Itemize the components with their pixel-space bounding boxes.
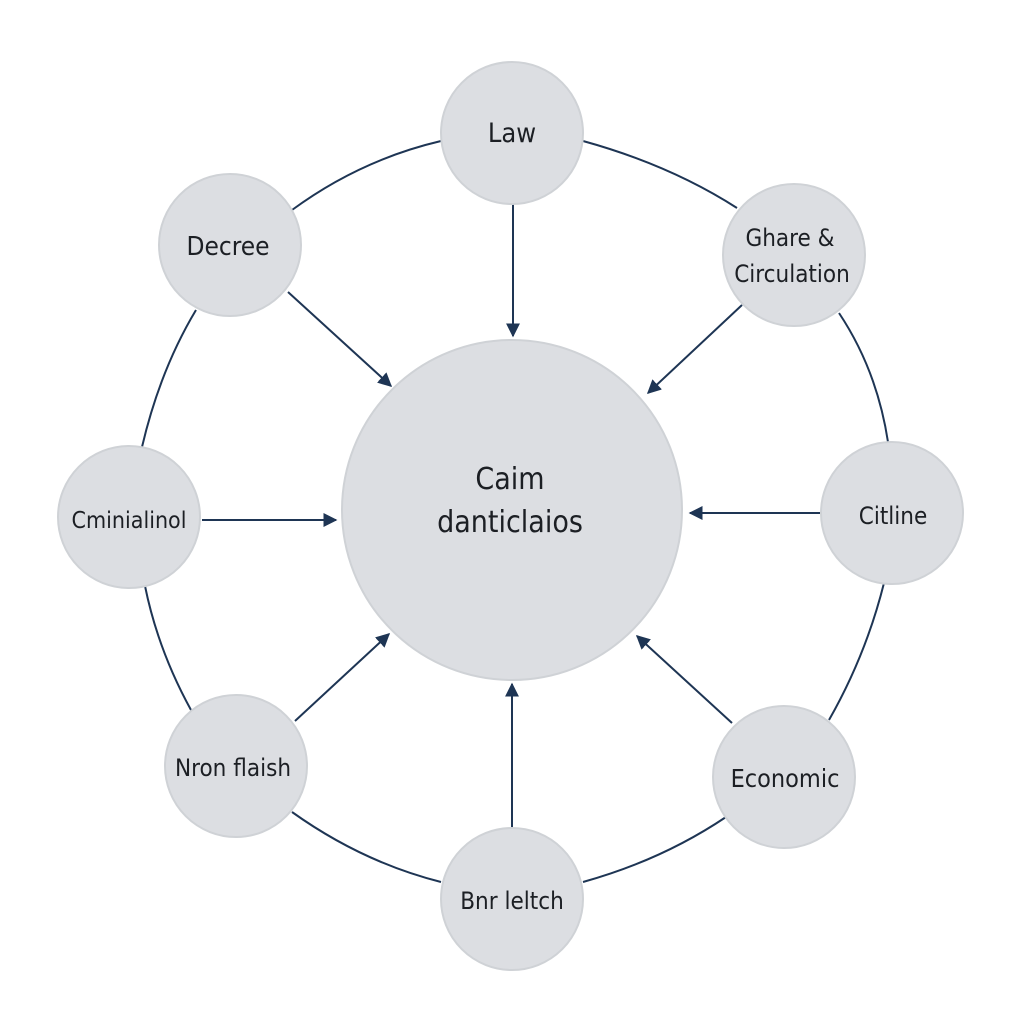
node-citline: Citline (820, 441, 964, 585)
ring-arc-share-citline (838, 312, 889, 443)
ring-arc-law-share (582, 140, 738, 209)
node-economic-circle (712, 705, 856, 849)
ring-arc-economic-bnr (582, 816, 727, 883)
arrow-economic-to-center (635, 635, 733, 724)
node-bnr-leltch-label: Bnr leltch (460, 887, 564, 915)
ring-arc-nron-cminialinol (144, 585, 192, 711)
node-share-circulation-circle (722, 183, 866, 327)
ring-arc-bnr-nron (291, 811, 442, 883)
node-law-circle (440, 61, 584, 205)
center-node: Caim danticlaios (341, 339, 683, 681)
arrow-decree-to-center (287, 291, 393, 387)
node-citline-circle (820, 441, 964, 585)
outer-ring (141, 140, 889, 883)
node-decree: Decree (158, 173, 302, 317)
node-cminialinol: Cminialinol (57, 445, 201, 589)
node-economic-label: Economic (731, 764, 840, 793)
ring-arc-citline-economic (828, 582, 885, 721)
node-nron-flaish: Nron flaish (164, 694, 308, 838)
node-decree-label: Decree (186, 232, 269, 262)
node-nron-flaish-label: Nron flaish (175, 754, 291, 782)
node-cminialinol-label: Cminialinol (72, 508, 187, 534)
arrow-share-to-center (646, 304, 743, 394)
node-decree-circle (158, 173, 302, 317)
node-bnr-leltch: Bnr leltch (440, 827, 584, 971)
ring-arc-cminialinol-decree (141, 309, 197, 448)
node-bnr-leltch-circle (440, 827, 584, 971)
connector-arrows (202, 204, 820, 828)
node-citline-label: Citline (859, 502, 928, 530)
node-share-circulation-label-line-1: Ghare & (746, 224, 835, 252)
arrow-nron-to-center (294, 633, 391, 722)
node-share-circulation: Ghare & Circulation (722, 183, 866, 327)
node-nron-flaish-circle (164, 694, 308, 838)
center-node-label-line-2: danticlaios (437, 505, 583, 540)
center-node-label-line-1: Caim (475, 462, 544, 497)
node-share-circulation-label-line-2: Circulation (734, 260, 850, 288)
node-law-label: Law (488, 118, 536, 149)
ring-arc-decree-law (291, 140, 442, 211)
center-node-circle (341, 339, 683, 681)
node-law: Law (440, 61, 584, 205)
node-cminialinol-circle (57, 445, 201, 589)
node-economic: Economic (712, 705, 856, 849)
